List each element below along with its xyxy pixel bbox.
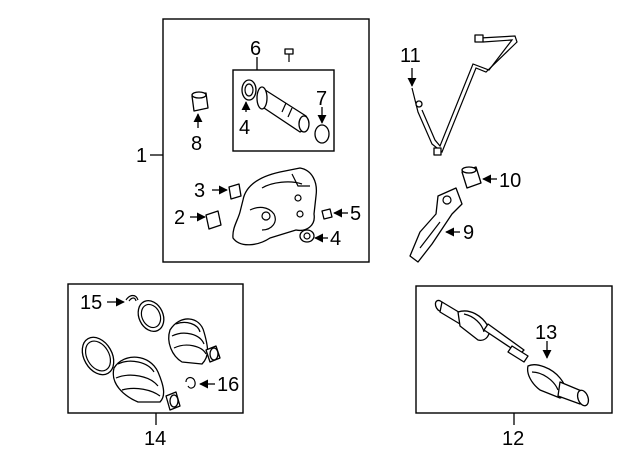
lower-boot-part (81, 336, 181, 411)
axle-tube-part (256, 86, 310, 133)
callout-11[interactable]: 11 (400, 45, 421, 67)
bushing-part-2 (205, 210, 222, 230)
clamp-part-15 (125, 294, 139, 302)
o-ring-part (314, 124, 330, 144)
callout-9[interactable]: 9 (463, 222, 474, 244)
callout-7[interactable]: 7 (316, 88, 327, 110)
upper-boot-part (137, 299, 221, 365)
callout-12[interactable]: 12 (502, 428, 524, 450)
bushing-part-3 (228, 183, 242, 200)
differential-group-box (162, 18, 370, 263)
callout-5[interactable]: 5 (350, 203, 361, 225)
callout-14[interactable]: 14 (144, 428, 166, 450)
seal-kit-box (232, 69, 335, 152)
mount-bracket-part (409, 187, 463, 263)
callout-3[interactable]: 3 (194, 180, 205, 202)
bushing-part-8 (191, 91, 209, 112)
callout-8[interactable]: 8 (191, 133, 202, 155)
callout-1[interactable]: 1 (136, 145, 147, 167)
callout-2[interactable]: 2 (174, 207, 185, 229)
bolt-part (284, 48, 294, 62)
callout-15[interactable]: 15 (80, 292, 102, 314)
callout-13[interactable]: 13 (535, 322, 557, 344)
callout-16[interactable]: 16 (217, 374, 239, 396)
callout-4-top[interactable]: 4 (239, 117, 250, 139)
bushing-part-10 (461, 166, 482, 189)
callout-6[interactable]: 6 (250, 38, 261, 60)
callout-4-bottom[interactable]: 4 (330, 228, 341, 250)
clamp-part-16 (185, 376, 196, 389)
vent-hose-part (411, 34, 518, 156)
axle-shaft-part (434, 299, 590, 407)
seal-part-lower (299, 229, 315, 243)
seal-part (241, 79, 257, 101)
callout-10[interactable]: 10 (499, 170, 521, 192)
differential-housing-part (232, 167, 318, 246)
plug-part-5 (321, 208, 333, 220)
